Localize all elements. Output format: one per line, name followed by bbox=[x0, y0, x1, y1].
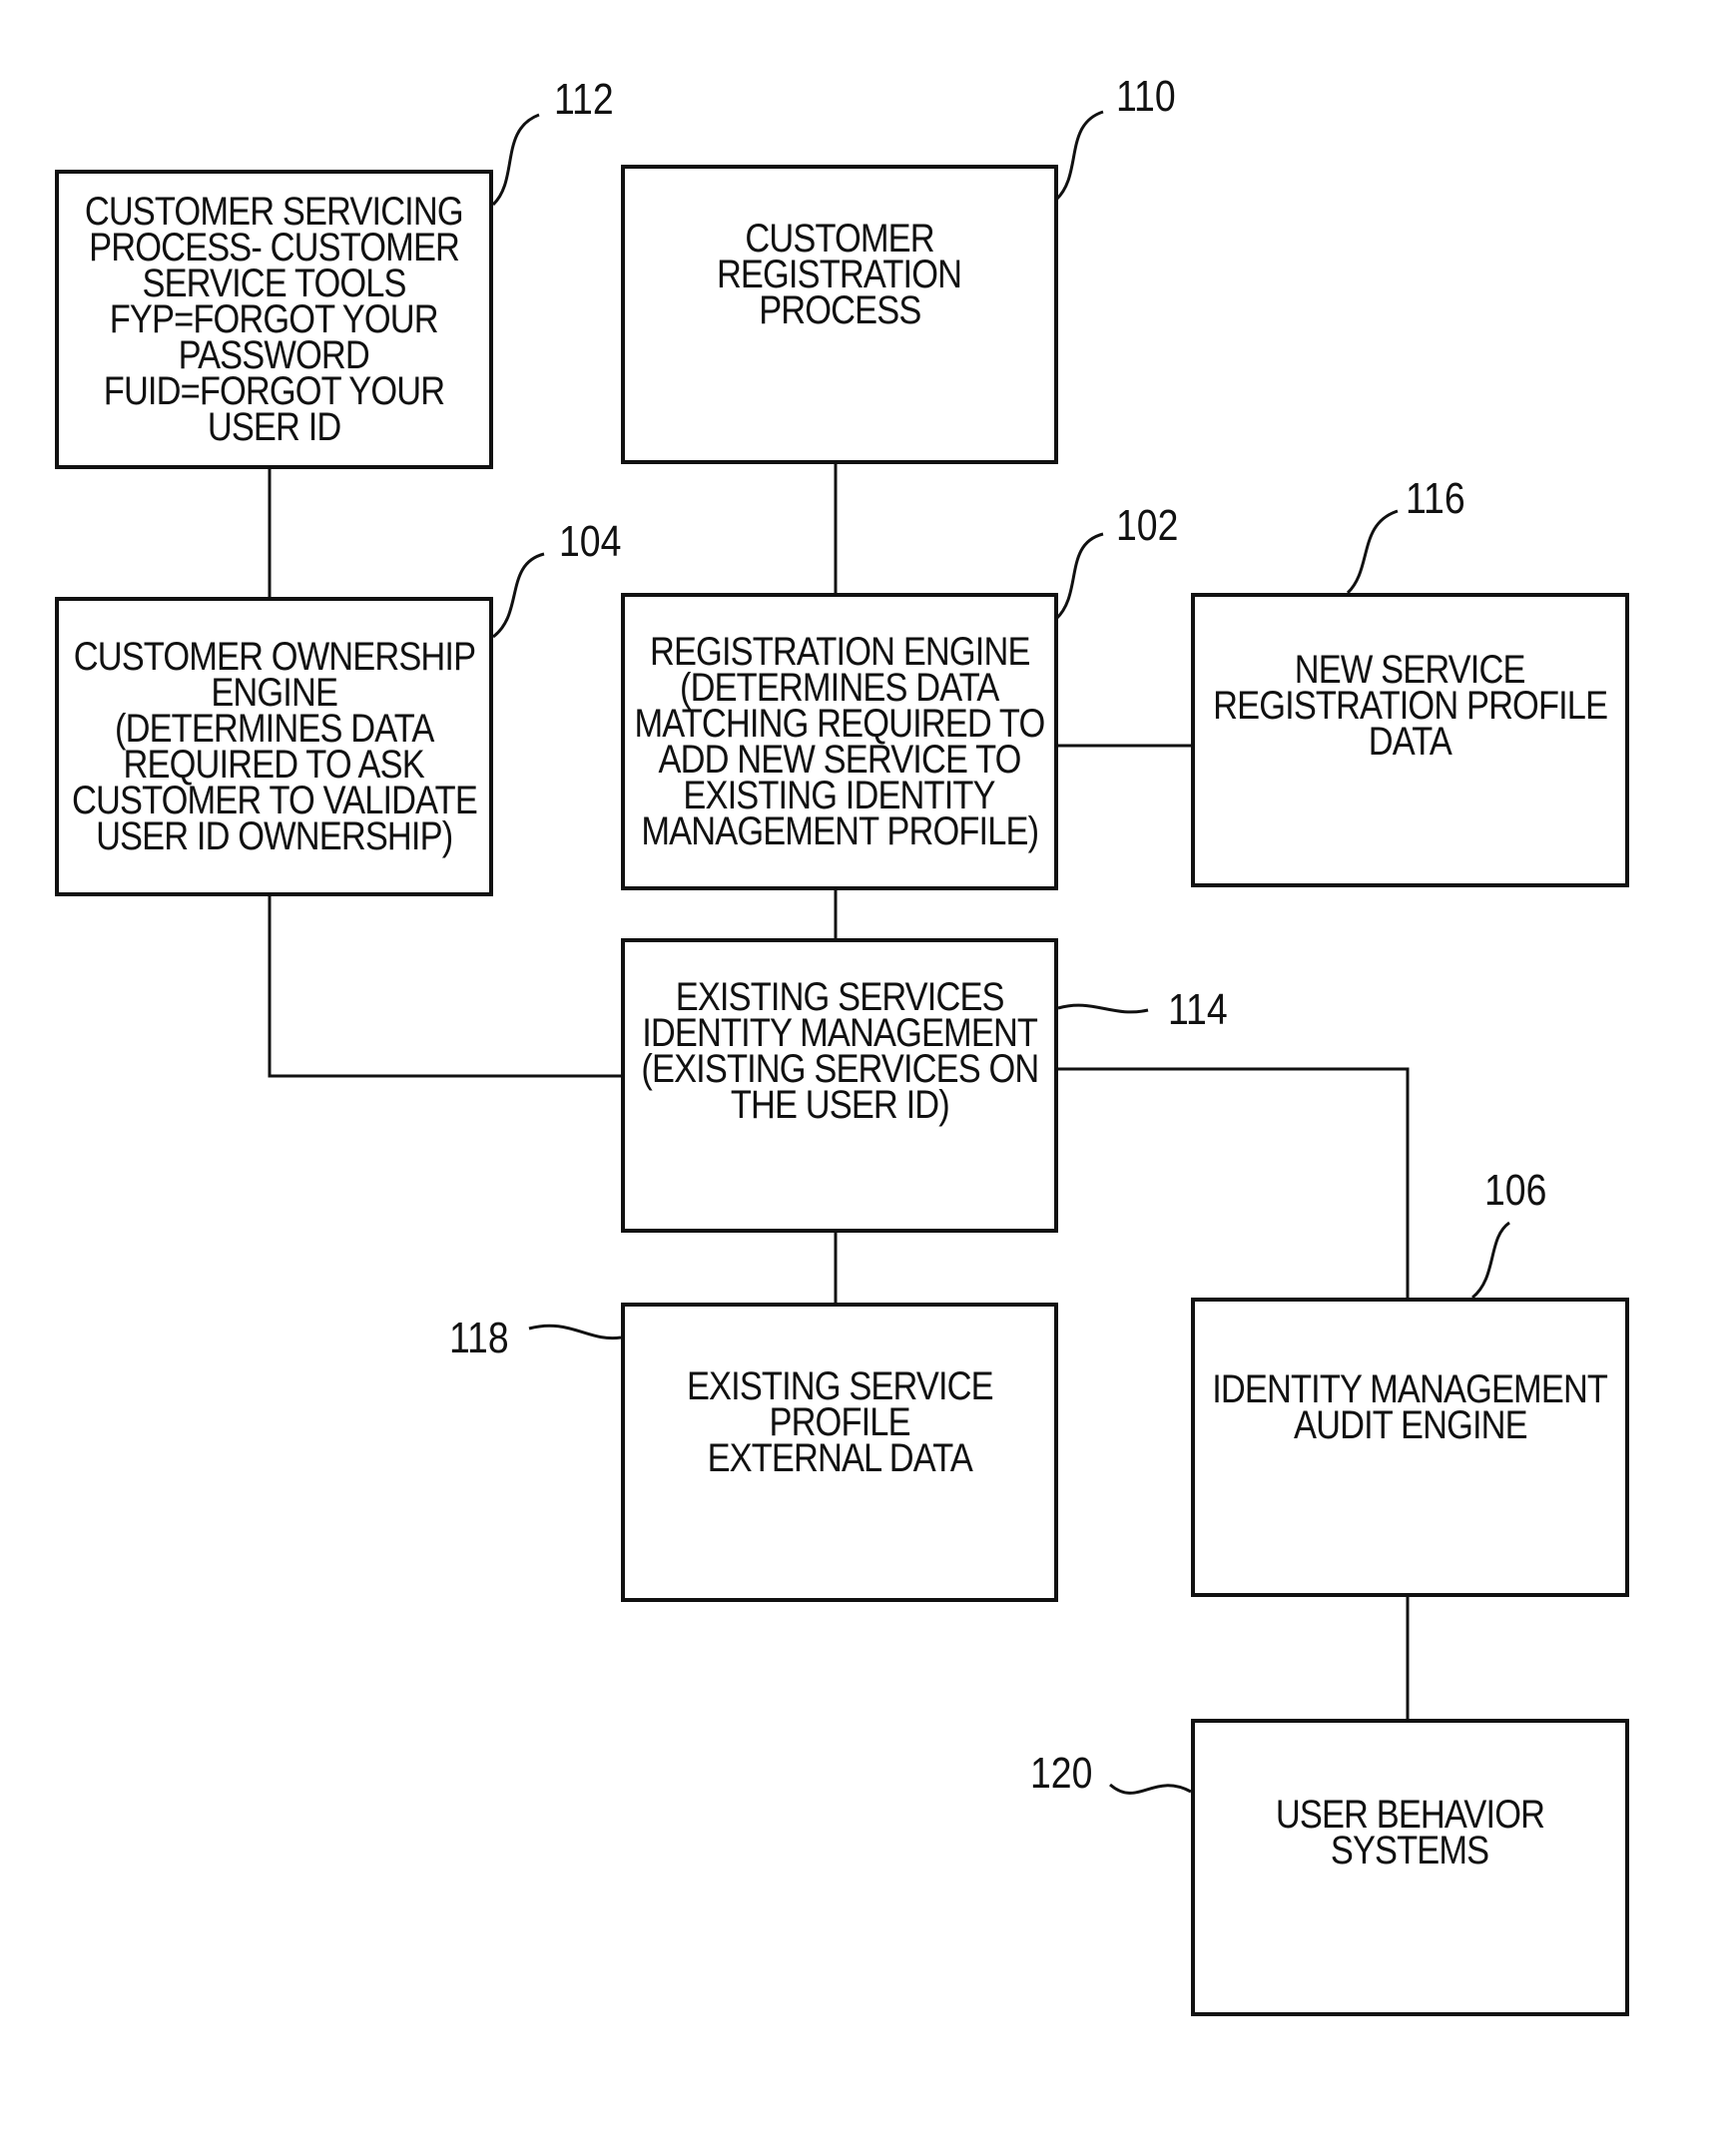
box-line: CUSTOMER bbox=[745, 221, 933, 257]
box-new-service-registration-profile-data: NEW SERVICE REGISTRATION PROFILE DATA bbox=[1191, 593, 1629, 887]
box-customer-servicing-process: CUSTOMER SERVICING PROCESS- CUSTOMER SER… bbox=[55, 170, 493, 469]
box-customer-registration-process: CUSTOMER REGISTRATION PROCESS bbox=[621, 165, 1058, 464]
box-line: REQUIRED TO ASK bbox=[124, 747, 424, 783]
box-line: FUID=FORGOT YOUR bbox=[104, 373, 444, 409]
box-line: (DETERMINES DATA bbox=[680, 670, 998, 706]
box-line: EXISTING SERVICE bbox=[687, 1368, 993, 1404]
box-line: PASSWORD bbox=[179, 337, 369, 373]
box-line: USER ID bbox=[208, 409, 341, 445]
ref-label-116: 116 bbox=[1406, 474, 1465, 524]
box-registration-engine: REGISTRATION ENGINE (DETERMINES DATA MAT… bbox=[621, 593, 1058, 890]
box-customer-ownership-engine: CUSTOMER OWNERSHIP ENGINE (DETERMINES DA… bbox=[55, 597, 493, 896]
box-line: PROCESS- CUSTOMER bbox=[89, 230, 459, 266]
ref-label-112: 112 bbox=[554, 75, 614, 125]
leader-112 bbox=[493, 115, 539, 205]
box-line: MATCHING REQUIRED TO bbox=[635, 706, 1045, 742]
leader-104 bbox=[493, 554, 544, 637]
leader-118 bbox=[529, 1326, 621, 1337]
box-line: EXTERNAL DATA bbox=[707, 1440, 971, 1476]
box-line: (DETERMINES DATA bbox=[115, 711, 433, 747]
box-identity-management-audit-engine: IDENTITY MANAGEMENT AUDIT ENGINE bbox=[1191, 1298, 1629, 1597]
leader-110 bbox=[1056, 112, 1103, 200]
box-line: FYP=FORGOT YOUR bbox=[110, 301, 438, 337]
box-line: AUDIT ENGINE bbox=[1294, 1407, 1527, 1443]
box-existing-services-identity-management: EXISTING SERVICES IDENTITY MANAGEMENT (E… bbox=[621, 938, 1058, 1233]
box-line: IDENTITY MANAGEMENT bbox=[642, 1015, 1037, 1051]
ref-label-102: 102 bbox=[1116, 501, 1178, 551]
box-line: USER BEHAVIOR bbox=[1276, 1797, 1544, 1833]
box-line: EXISTING SERVICES bbox=[676, 979, 1004, 1015]
box-line: SERVICE TOOLS bbox=[142, 266, 405, 301]
ref-label-106: 106 bbox=[1484, 1166, 1546, 1216]
box-line: DATA bbox=[1369, 724, 1451, 760]
box-line: CUSTOMER SERVICING bbox=[85, 194, 463, 230]
box-line: (EXISTING SERVICES ON bbox=[641, 1051, 1038, 1087]
box-line: CUSTOMER OWNERSHIP bbox=[73, 639, 474, 675]
box-line: THE USER ID) bbox=[730, 1087, 948, 1123]
box-line: ENGINE bbox=[211, 675, 337, 711]
box-line: SYSTEMS bbox=[1331, 1833, 1488, 1868]
leader-120 bbox=[1110, 1785, 1191, 1793]
box-line: NEW SERVICE bbox=[1295, 652, 1525, 688]
box-line: REGISTRATION bbox=[717, 257, 961, 292]
leader-106 bbox=[1472, 1223, 1509, 1298]
box-line: USER ID OWNERSHIP) bbox=[96, 818, 452, 854]
ref-label-118: 118 bbox=[449, 1314, 509, 1363]
box-line: REGISTRATION ENGINE bbox=[650, 634, 1030, 670]
ref-label-104: 104 bbox=[559, 517, 621, 567]
box-line: CUSTOMER TO VALIDATE bbox=[72, 783, 477, 818]
ref-label-114: 114 bbox=[1168, 985, 1228, 1035]
box-line: ADD NEW SERVICE TO bbox=[658, 742, 1020, 778]
box-line: PROFILE bbox=[769, 1404, 909, 1440]
box-line: MANAGEMENT PROFILE) bbox=[641, 813, 1038, 849]
box-line: PROCESS bbox=[759, 292, 920, 328]
box-line: EXISTING IDENTITY bbox=[684, 778, 995, 813]
box-line: REGISTRATION PROFILE bbox=[1213, 688, 1607, 724]
connector-114-106 bbox=[1058, 1069, 1408, 1298]
leader-102 bbox=[1056, 534, 1103, 619]
box-line: IDENTITY MANAGEMENT bbox=[1213, 1371, 1608, 1407]
leader-114 bbox=[1058, 1005, 1148, 1012]
leader-116 bbox=[1348, 511, 1398, 593]
ref-label-120: 120 bbox=[1030, 1749, 1092, 1799]
ref-label-110: 110 bbox=[1116, 72, 1176, 122]
box-existing-service-profile-external-data: EXISTING SERVICE PROFILE EXTERNAL DATA bbox=[621, 1303, 1058, 1602]
box-user-behavior-systems: USER BEHAVIOR SYSTEMS bbox=[1191, 1719, 1629, 2016]
connector-104-114 bbox=[270, 896, 621, 1076]
